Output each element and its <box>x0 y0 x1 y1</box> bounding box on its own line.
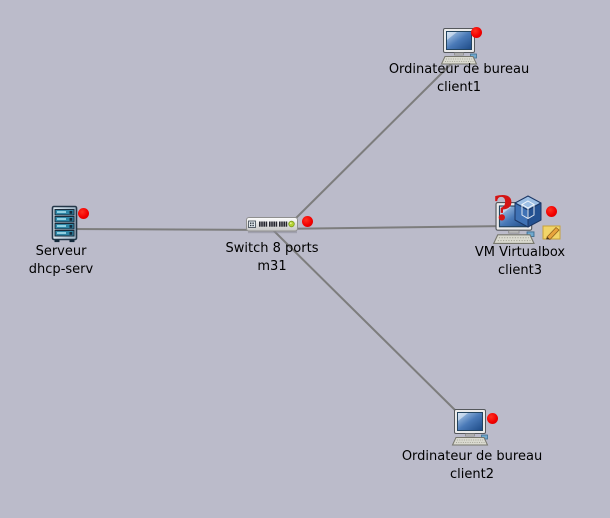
status-dot-icon <box>302 216 313 227</box>
node-label-client1[interactable]: Ordinateur de bureau client1 <box>359 61 559 97</box>
node-label-line1: Switch 8 ports <box>225 241 319 256</box>
desktop-computer-icon[interactable] <box>451 409 489 447</box>
question-mark-overlay: ? <box>493 193 513 229</box>
node-label-client3[interactable]: VM Virtualbox client3 <box>420 244 610 280</box>
node-label-line1: Ordinateur de bureau <box>401 449 543 464</box>
node-label-serveur[interactable]: Serveur dhcp-serv <box>0 243 161 279</box>
status-dot-icon <box>487 413 498 424</box>
note-pencil-icon <box>542 225 561 241</box>
status-dot-icon <box>471 27 482 38</box>
link-line[interactable] <box>271 225 513 230</box>
node-label-switch[interactable]: Switch 8 ports m31 <box>172 240 372 276</box>
status-dot-icon <box>546 206 557 217</box>
switch-icon[interactable] <box>246 217 298 235</box>
link-line[interactable] <box>65 228 271 231</box>
switch-led-icon <box>288 220 295 228</box>
virtualbox-vm-icon[interactable]: ? <box>492 193 564 245</box>
node-label-line2: client1 <box>437 80 481 95</box>
node-label-line1: VM Virtualbox <box>474 245 566 260</box>
node-label-line1: Serveur <box>35 244 87 259</box>
node-label-line2: client3 <box>498 263 542 278</box>
node-label-line2: m31 <box>257 259 287 274</box>
status-dot-icon <box>78 208 89 219</box>
node-label-client2[interactable]: Ordinateur de bureau client2 <box>372 448 572 484</box>
link-line[interactable] <box>271 228 460 415</box>
server-icon[interactable] <box>51 205 79 243</box>
node-label-line1: Ordinateur de bureau <box>388 62 530 77</box>
node-label-line2: dhcp-serv <box>28 262 94 277</box>
node-label-line2: client2 <box>450 467 494 482</box>
link-line[interactable] <box>284 61 454 230</box>
